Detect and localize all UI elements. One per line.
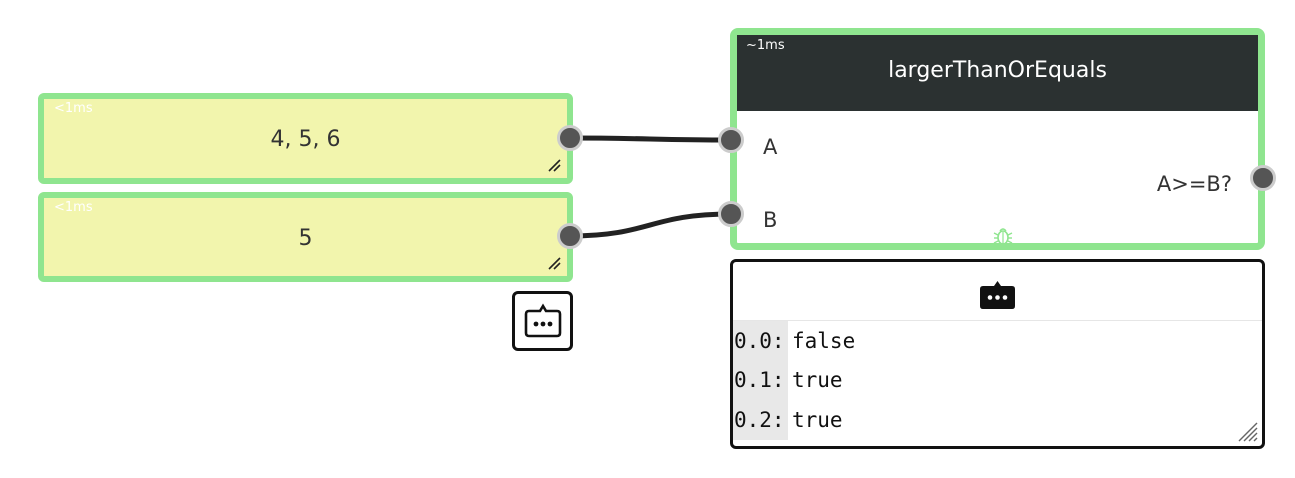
output-row-key: 0.0:	[733, 321, 788, 361]
resize-handle-icon[interactable]	[547, 256, 561, 270]
output-row-value: true	[792, 407, 843, 432]
input-label-b: B	[763, 208, 778, 232]
output-list: 0.0: false 0.1: true 0.2: true	[733, 321, 1262, 440]
output-row: 0.2: true	[733, 400, 1262, 440]
output-label: A>=B?	[1156, 172, 1232, 196]
number-value-node[interactable]: <1ms 5	[38, 192, 573, 282]
output-panel[interactable]: 0.0: false 0.1: true 0.2: true	[730, 259, 1265, 449]
function-title: largerThanOrEquals	[888, 58, 1107, 83]
node-timing: <1ms	[54, 101, 93, 116]
output-row: 0.0: false	[733, 321, 1262, 361]
input-port-b[interactable]	[718, 201, 744, 227]
bug-icon[interactable]	[992, 225, 1014, 247]
output-panel-header[interactable]	[733, 262, 1262, 321]
output-row: 0.1: true	[733, 360, 1262, 400]
wire-number-to-b	[569, 211, 732, 239]
node-value[interactable]: 5	[298, 226, 313, 251]
wire-list-to-a	[569, 135, 732, 143]
output-row-key: 0.2:	[733, 400, 788, 440]
resize-handle-icon[interactable]	[547, 158, 561, 172]
function-node[interactable]: ~1ms largerThanOrEquals A B A>=B?	[730, 28, 1265, 250]
number-output-port[interactable]	[557, 223, 583, 249]
list-output-port[interactable]	[557, 125, 583, 151]
show-output-button[interactable]	[512, 291, 573, 351]
resize-handle-icon[interactable]	[1238, 422, 1258, 442]
speech-bubble-icon[interactable]	[979, 272, 1016, 312]
output-row-value: false	[792, 328, 856, 353]
output-port[interactable]	[1250, 165, 1276, 191]
node-value[interactable]: 4, 5, 6	[270, 127, 341, 152]
output-row-value: true	[792, 368, 843, 393]
output-row-key: 0.1:	[733, 360, 788, 400]
list-value-node[interactable]: <1ms 4, 5, 6	[38, 93, 573, 184]
node-timing: ~1ms	[746, 38, 785, 53]
input-label-a: A	[763, 135, 778, 159]
speech-bubble-icon	[524, 303, 562, 338]
function-header[interactable]: ~1ms largerThanOrEquals	[737, 35, 1258, 111]
node-timing: <1ms	[54, 200, 93, 215]
input-port-a[interactable]	[718, 127, 744, 153]
